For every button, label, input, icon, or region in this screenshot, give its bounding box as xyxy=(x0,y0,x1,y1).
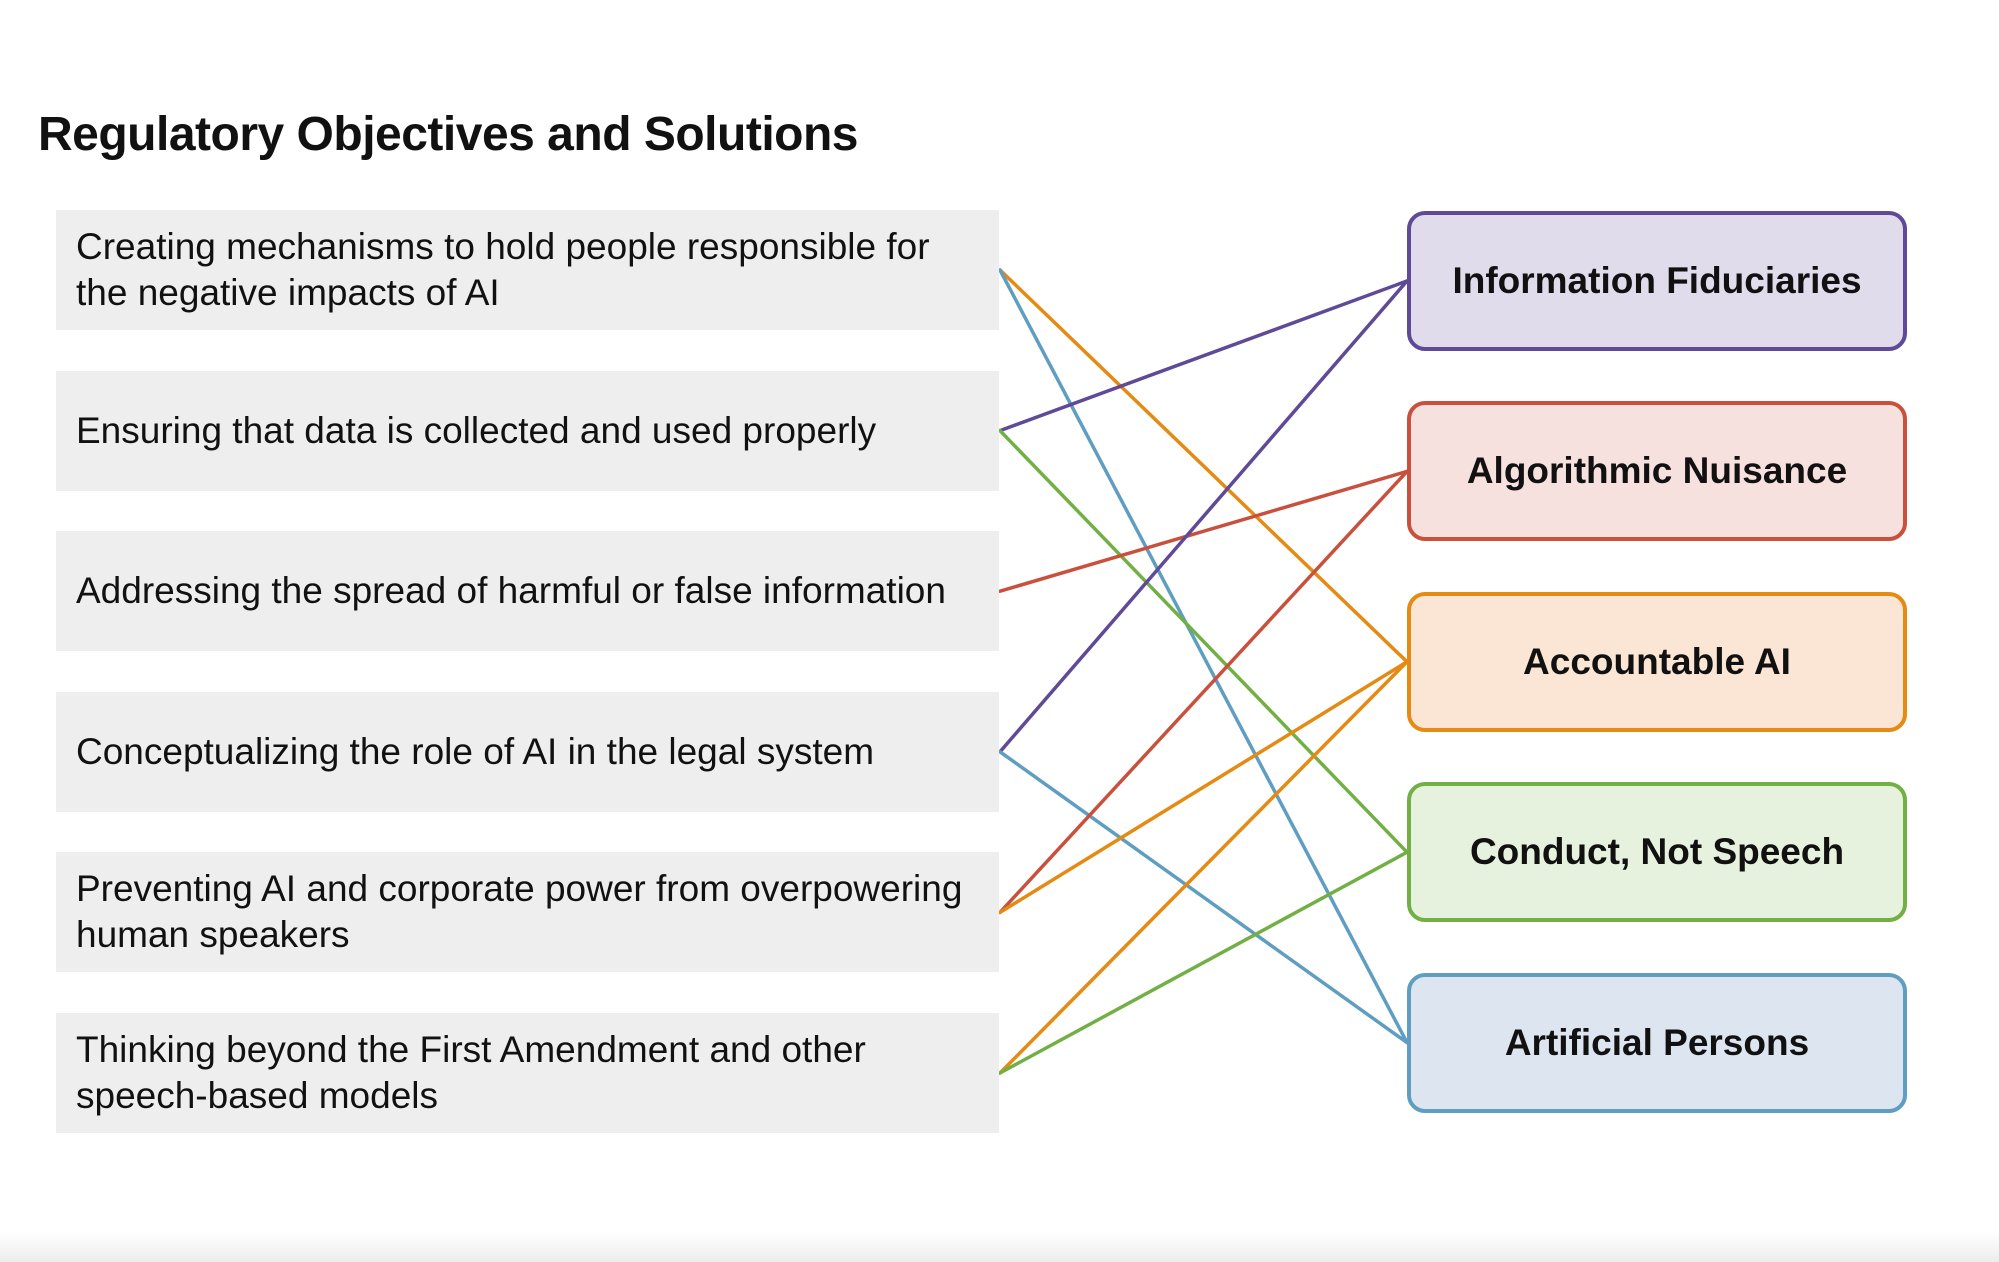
connector-o1-s3 xyxy=(998,268,1409,664)
solution-label: Algorithmic Nuisance xyxy=(1466,450,1848,491)
solution-box-information-fiduciaries: Information Fiduciaries xyxy=(1407,211,1907,351)
objective-box-5: Preventing AI and corporate power from o… xyxy=(56,852,999,972)
page-title: Regulatory Objectives and Solutions xyxy=(38,108,859,161)
objective-text: Ensuring that data is collected and used… xyxy=(76,410,877,451)
connector-o5-s3 xyxy=(998,660,1409,915)
connector-o6-s4 xyxy=(998,850,1409,1075)
objective-box-3: Addressing the spread of harmful or fals… xyxy=(56,531,999,651)
objective-text: Preventing AI and corporate power from o… xyxy=(76,868,963,955)
objective-box-2: Ensuring that data is collected and used… xyxy=(56,371,999,491)
objective-box-1: Creating mechanisms to hold people respo… xyxy=(56,210,999,330)
objective-box-4: Conceptualizing the role of AI in the le… xyxy=(56,692,999,812)
solution-label: Accountable AI xyxy=(1523,641,1791,682)
connector-o1-s5 xyxy=(998,268,1409,1045)
connector-o4-s1 xyxy=(998,279,1409,754)
solution-label: Information Fiduciaries xyxy=(1452,260,1862,301)
solution-box-conduct-not-speech: Conduct, Not Speech xyxy=(1407,782,1907,922)
connector-o2-s1 xyxy=(998,279,1409,433)
solution-box-accountable-ai: Accountable AI xyxy=(1407,592,1907,732)
connector-o2-s4 xyxy=(998,428,1409,854)
connector-o6-s3 xyxy=(998,660,1409,1075)
solution-box-artificial-persons: Artificial Persons xyxy=(1407,973,1907,1113)
connector-o5-s2 xyxy=(998,469,1409,915)
connector-o3-s2 xyxy=(998,469,1409,593)
objective-text: Creating mechanisms to hold people respo… xyxy=(76,226,930,313)
solution-box-algorithmic-nuisance: Algorithmic Nuisance xyxy=(1407,401,1907,541)
objective-box-6: Thinking beyond the First Amendment and … xyxy=(56,1013,999,1133)
objective-text: Addressing the spread of harmful or fals… xyxy=(76,570,946,611)
connector-o4-s5 xyxy=(998,750,1409,1045)
objective-text: Thinking beyond the First Amendment and … xyxy=(76,1029,866,1116)
objective-text: Conceptualizing the role of AI in the le… xyxy=(76,731,875,772)
solution-label: Conduct, Not Speech xyxy=(1469,831,1845,872)
solution-label: Artificial Persons xyxy=(1504,1022,1810,1063)
bottom-edge-shadow xyxy=(0,1232,1999,1262)
